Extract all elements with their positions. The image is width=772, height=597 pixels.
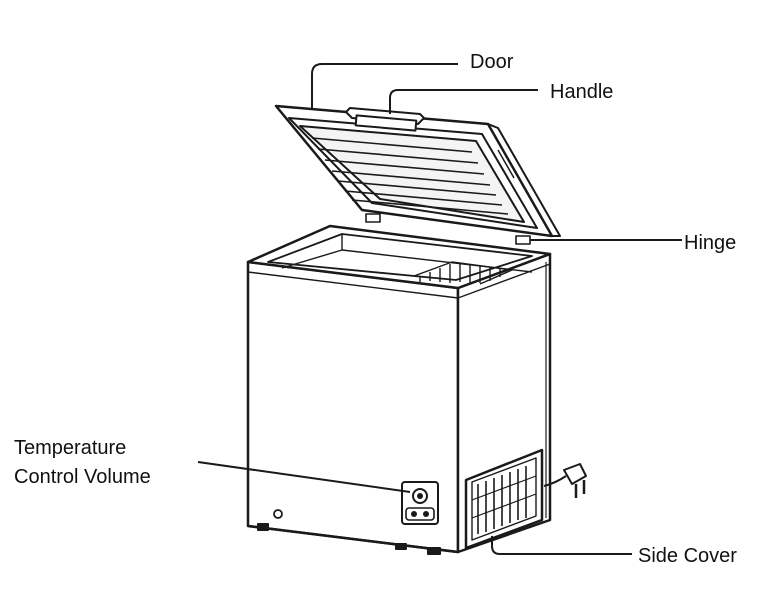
side-cover-grille	[464, 448, 544, 550]
storage-basket	[413, 261, 513, 285]
label-door: Door	[470, 51, 514, 73]
hinge-right	[515, 235, 531, 245]
hinge-left	[365, 213, 381, 223]
label-temperature-line2: Control Volume	[14, 466, 151, 488]
label-side-cover: Side Cover	[638, 545, 737, 567]
foot-right	[427, 547, 441, 555]
handle-shape	[345, 107, 425, 132]
temperature-knob	[412, 488, 428, 504]
power-plug	[543, 463, 587, 498]
indicator-light-2	[423, 511, 429, 517]
label-temperature-line1: Temperature	[14, 437, 126, 459]
drain-plug	[273, 509, 283, 519]
indicator-light-1	[411, 511, 417, 517]
leader-lines	[197, 63, 682, 555]
door-lid	[274, 104, 561, 238]
foot-left	[257, 523, 269, 531]
temperature-control-panel	[401, 481, 439, 525]
label-hinge: Hinge	[684, 232, 736, 254]
lid-ribs	[311, 137, 509, 215]
label-handle: Handle	[550, 81, 613, 103]
